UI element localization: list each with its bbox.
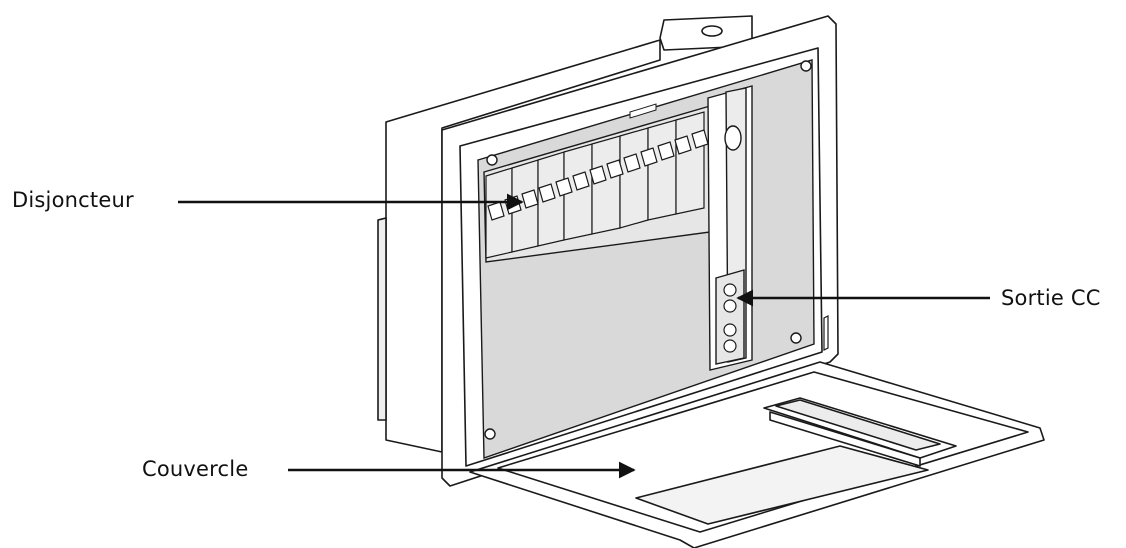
back-box-side (385, 39, 661, 453)
screw-icon (790, 332, 802, 344)
back-box-side-edge (377, 217, 387, 421)
dc-output-label: Sortie CC (1001, 286, 1101, 310)
breaker-module (647, 119, 677, 221)
cover-label: Couvercle (142, 457, 249, 481)
screw-icon (800, 60, 812, 72)
dc-terminal-block (723, 283, 737, 353)
breaker-label: Disjoncteur (12, 188, 134, 212)
mounting-hole (701, 25, 723, 37)
cover-lid (469, 361, 1045, 548)
breaker-module (619, 127, 649, 229)
side-knob (724, 125, 742, 151)
screw-icon (484, 428, 496, 440)
breaker-label-strip (629, 103, 657, 119)
latch-slot (823, 315, 829, 351)
screw-icon (486, 154, 498, 166)
breaker-module (591, 135, 621, 235)
callouts (178, 193, 990, 479)
screws (484, 60, 812, 440)
breaker-module (675, 111, 705, 215)
